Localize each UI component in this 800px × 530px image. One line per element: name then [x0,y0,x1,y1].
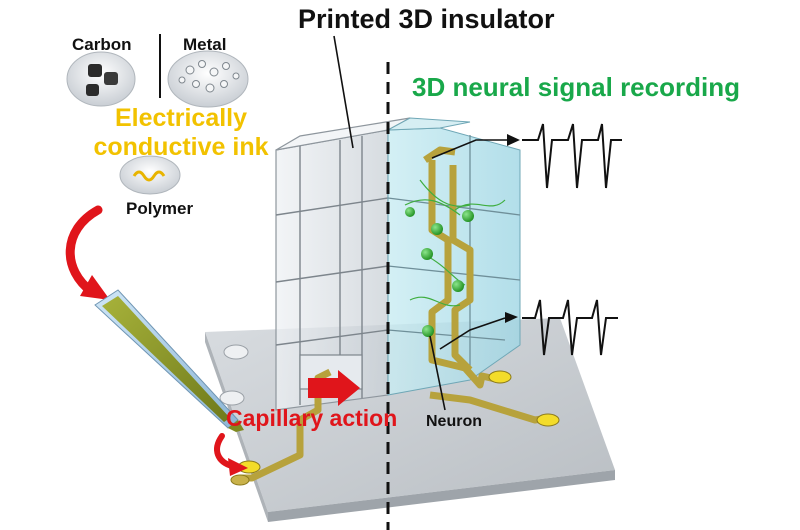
electrode-pad [488,370,512,384]
capillary-label: Capillary action [226,405,398,431]
insulator-structure [275,117,411,411]
curved-arrow-icon [65,205,110,300]
callout-arrowhead [505,312,518,323]
spike-waveform-icon [522,123,622,189]
electrode-pad [536,413,560,427]
electrode-pad [230,474,250,486]
ink-label-line2: conductive ink [93,133,269,161]
carbon-label: Carbon [72,35,132,54]
polymer-particles-icon [119,155,181,195]
curved-arrow-icon [214,433,248,476]
metal-particles-icon [167,50,249,108]
capillary-arrow-icon [308,370,360,406]
carbon-particles-icon [66,51,136,107]
neuron-label: Neuron [426,413,482,430]
ink-label-line1: Electrically [114,104,248,132]
metal-label: Metal [183,35,227,54]
polymer-label: Polymer [126,199,194,218]
callout-arrowhead [507,134,520,146]
spike-waveform-icon [522,299,618,356]
pipette-icon [94,289,244,432]
page-title: Printed 3D insulator [298,4,555,34]
callout-lines [333,35,507,411]
recording-label: 3D neural signal recording [412,72,740,102]
neuron-icon [405,207,474,337]
ink-label: Electrically conductive ink [66,104,296,162]
